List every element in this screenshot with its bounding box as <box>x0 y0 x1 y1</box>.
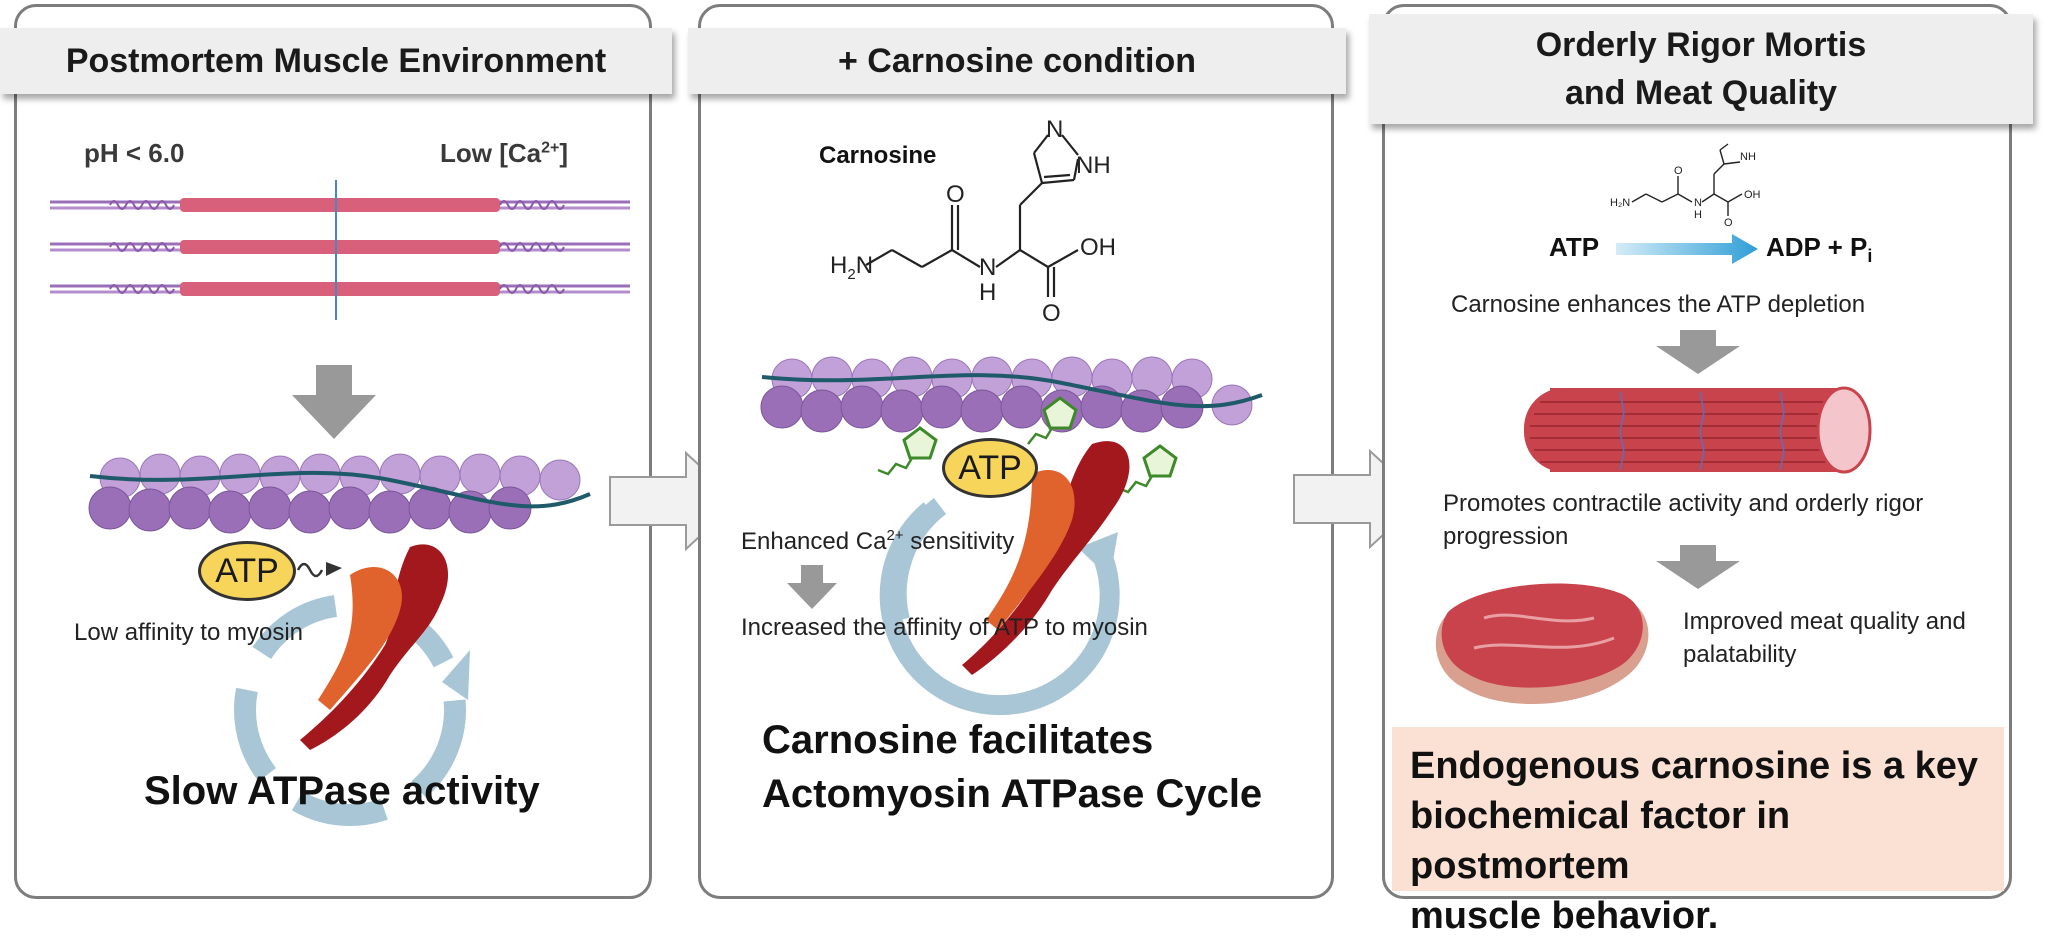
reaction-atp: ATP <box>1549 232 1600 262</box>
panel1-affinity-note: Low affinity to myosin <box>74 619 303 646</box>
conclusion-box: Endogenous carnosine is a key biochemica… <box>1392 727 2004 937</box>
mini-o2: O <box>1724 217 1733 229</box>
mol-oh: OH <box>1080 234 1116 261</box>
mol-h2n-n: N <box>856 252 873 279</box>
mol-h2n-h: H <box>830 252 847 279</box>
panel2-title-text: + Carnosine condition <box>838 42 1196 80</box>
conclusion-line2: biochemical factor in postmortem <box>1410 795 1791 887</box>
sarcomere-illustration <box>50 180 630 320</box>
panel1-title: Postmortem Muscle Environment <box>0 28 672 94</box>
mini-h2n: H₂N <box>1610 197 1630 209</box>
panel2-caption-line1: Carnosine facilitates <box>762 718 1154 762</box>
panel-postmortem-environment <box>14 4 652 899</box>
down-arrow-3b <box>1656 545 1740 589</box>
panel3-title-line2: and Meat Quality <box>1564 74 1838 112</box>
sensitivity-sup: 2+ <box>886 527 904 544</box>
quality-line1: Improved meat quality and <box>1683 608 1966 635</box>
carnosine-binding-icons <box>877 396 1178 494</box>
panel2-affinity-note: Increased the affinity of ATP to myosin <box>741 614 1148 641</box>
mini-nh: NH <box>1740 151 1756 163</box>
reaction-arrow <box>1616 234 1758 264</box>
calcium-label: Low [Ca2+] <box>440 138 568 169</box>
carnosine-structure-mini: H₂N O N H OH O NH <box>1610 143 1761 229</box>
panel1-caption: Slow ATPase activity <box>144 769 540 813</box>
atpase-cycle-arrow-2 <box>879 498 1120 716</box>
quality-line2: palatability <box>1683 641 1797 668</box>
contractile-line1: Promotes contractile activity and orderl… <box>1443 490 1924 517</box>
reaction-adp-main: ADP + P <box>1766 232 1868 262</box>
myosin-head-2 <box>962 441 1130 675</box>
sensitivity-suffix: sensitivity <box>903 528 1015 555</box>
actin-filament-1 <box>88 453 591 534</box>
mol-ring-n: N <box>1046 116 1063 143</box>
sarcomere-rows <box>50 180 630 320</box>
myosin-head-1 <box>300 544 449 750</box>
calcium-label-suffix: ] <box>559 138 569 168</box>
panel1-title-text: Postmortem Muscle Environment <box>65 42 607 80</box>
mini-n: N <box>1694 197 1702 209</box>
quality-note: Improved meat quality and palatability <box>1683 605 1966 671</box>
atp-badge-1: ATP <box>198 541 296 601</box>
calcium-label-prefix: Low [Ca <box>440 138 542 168</box>
down-arrow-3a <box>1656 330 1740 374</box>
meat-steak-illustration <box>1435 583 1649 705</box>
conclusion-line3: muscle behavior. <box>1410 895 1719 937</box>
panel2-caption-line2: Actomyosin ATPase Cycle <box>762 772 1263 816</box>
calcium-label-sup: 2+ <box>541 139 560 157</box>
conclusion-line1: Endogenous carnosine is a key <box>1410 745 1979 787</box>
sensitivity-prefix: Enhanced Ca <box>741 528 887 555</box>
depletion-note: Carnosine enhances the ATP depletion <box>1451 291 1866 318</box>
reaction-adp: ADP + Pi <box>1766 232 1872 267</box>
panel2-title: + Carnosine condition <box>688 28 1346 94</box>
atp-badge-1-text: ATP <box>215 551 279 590</box>
atp-badge-2: ATP <box>942 438 1038 498</box>
panel2-caption: Carnosine facilitates Actomyosin ATPase … <box>762 713 1262 821</box>
mini-o1: O <box>1674 165 1683 177</box>
mini-oh: OH <box>1744 189 1761 201</box>
mol-amide-h: H <box>979 279 996 306</box>
panel3-title-line1: Orderly Rigor Mortis <box>1535 26 1867 64</box>
carnosine-molecule-name: Carnosine <box>819 142 937 169</box>
down-arrow-sensitivity <box>787 565 837 609</box>
actin-filament-2 <box>760 356 1263 433</box>
mol-o2: O <box>1042 300 1061 327</box>
mol-h2n-sub: 2 <box>847 266 855 283</box>
carnosine-structure: H2N O N H OH O N NH <box>830 116 1116 327</box>
panel3-title: Orderly Rigor Mortis and Meat Quality <box>1369 14 2033 124</box>
down-arrow-1 <box>292 365 376 439</box>
mini-h: H <box>1694 209 1702 221</box>
reaction-adp-sub: i <box>1867 246 1873 267</box>
muscle-fiber-illustration <box>1524 386 1872 474</box>
atp-badge-2-text: ATP <box>958 448 1022 487</box>
mol-amide-n: N <box>979 254 996 281</box>
atpase-cycle-arrow-1 <box>234 594 470 826</box>
mol-o1: O <box>946 181 965 208</box>
contractile-line2: progression <box>1443 523 1569 550</box>
ph-label: pH < 6.0 <box>84 138 185 168</box>
mol-h2n: H2N <box>830 252 873 283</box>
panel2-sensitivity-note: Enhanced Ca2+ sensitivity <box>741 527 1014 556</box>
contractile-note: Promotes contractile activity and orderl… <box>1443 487 1923 553</box>
mol-ring-nh: NH <box>1076 152 1111 179</box>
atp-squiggle-arrow <box>296 562 342 578</box>
